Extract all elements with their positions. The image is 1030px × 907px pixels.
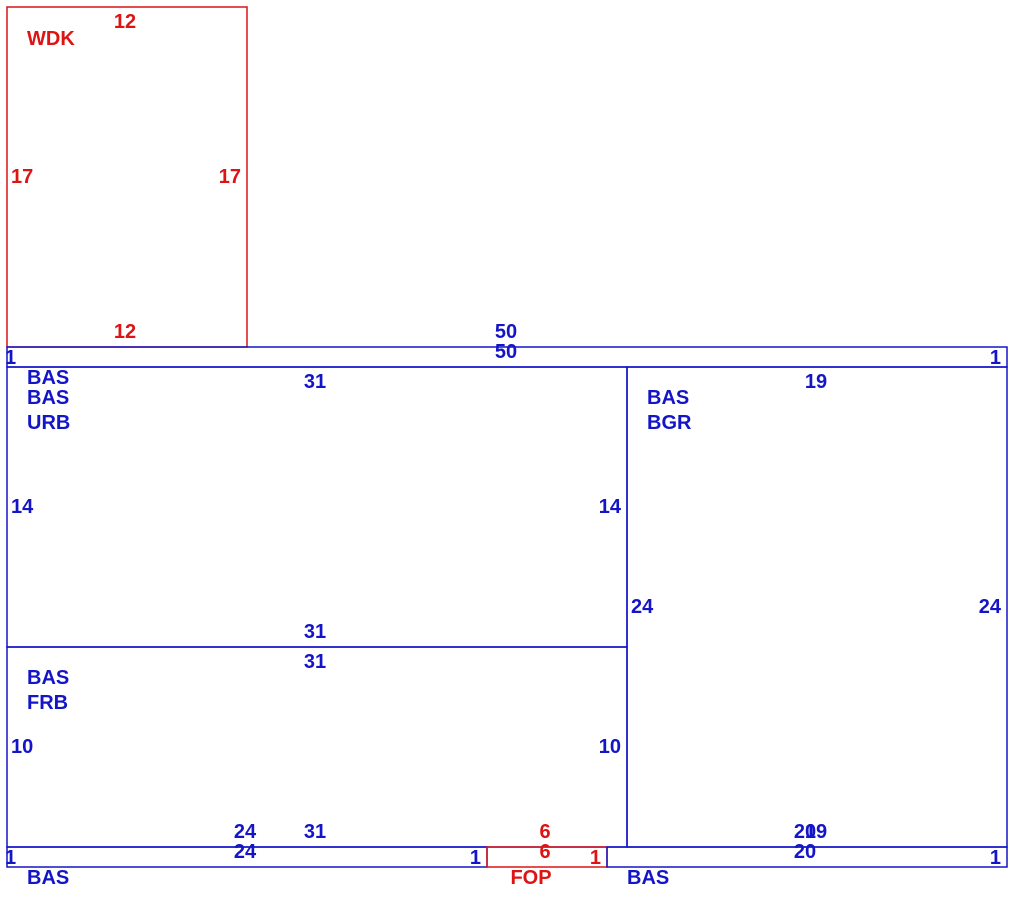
- wdk-right-dimension: 17: [219, 166, 241, 188]
- bas-frb-code-1: BAS: [27, 667, 69, 689]
- top-strip-bottom-dimension: 50: [495, 341, 517, 363]
- bas-urb-code-2: BAS: [27, 387, 69, 409]
- top-strip-left-dimension: 1: [5, 347, 16, 369]
- bas-urb-left-dimension: 14: [11, 496, 34, 518]
- wdk-outline: [6, 6, 248, 348]
- fop-right-dimension: 1: [590, 847, 601, 869]
- fop-code: FOP: [510, 867, 551, 889]
- bas-bgr-bottom-dimension: 19: [805, 821, 827, 843]
- wdk-code: WDK: [27, 28, 75, 50]
- bas-frb-bottom-dimension: 31: [304, 821, 326, 843]
- bottom-left-strip-code: BAS: [27, 867, 69, 889]
- bottom-right-strip-top-dimension: 20: [794, 841, 816, 863]
- bas-urb-top-dimension: 31: [304, 371, 326, 393]
- bas-urb-bottom-dimension: 31: [304, 621, 326, 643]
- bottom-left-strip-left-dimension: 1: [5, 847, 16, 869]
- bas-bgr-top-dimension: 19: [805, 371, 827, 393]
- wdk-left-dimension: 17: [11, 166, 33, 188]
- bas-bgr-code-1: BAS: [647, 387, 689, 409]
- bas-bgr-left-dimension: 24: [631, 596, 654, 618]
- fop-bottom-dimension: 6: [539, 841, 550, 863]
- bas-urb-code-3: URB: [27, 412, 70, 434]
- bas-bgr-bottom-overlap-dimension: 20: [794, 821, 816, 843]
- bas-urb-right-dimension: 14: [599, 496, 622, 518]
- bas-urb-code-1: BAS: [27, 367, 69, 389]
- bas-urb-outline: [6, 366, 628, 648]
- top-strip-top-dimension: 50: [495, 321, 517, 343]
- bas-bgr-outline: [626, 366, 1008, 848]
- fop-top-dimension: 6: [539, 821, 550, 843]
- bottom-right-strip-right-dimension: 1: [990, 847, 1001, 869]
- bottom-left-strip-bottom-dimension: 24: [234, 841, 257, 863]
- bottom-left-strip-right-dimension: 1: [470, 847, 481, 869]
- outlines: [6, 6, 1008, 868]
- bas-bgr-right-dimension: 24: [979, 596, 1002, 618]
- bas-frb-outline: [6, 646, 628, 848]
- bas-frb-code-2: FRB: [27, 692, 68, 714]
- bas-frb-right-dimension: 10: [599, 736, 621, 758]
- bas-frb-left-dimension: 10: [11, 736, 33, 758]
- bottom-right-strip-outline: [606, 846, 1008, 868]
- wdk-bottom-dimension: 12: [114, 321, 136, 343]
- top-strip-right-dimension: 1: [990, 347, 1001, 369]
- bas-bgr-code-2: BGR: [647, 412, 692, 434]
- bottom-right-strip-code: BAS: [627, 867, 669, 889]
- wdk-top-dimension: 12: [114, 11, 136, 33]
- bas-frb-top-dimension: 31: [304, 651, 326, 673]
- bottom-left-strip-top-dimension: 24: [234, 821, 257, 843]
